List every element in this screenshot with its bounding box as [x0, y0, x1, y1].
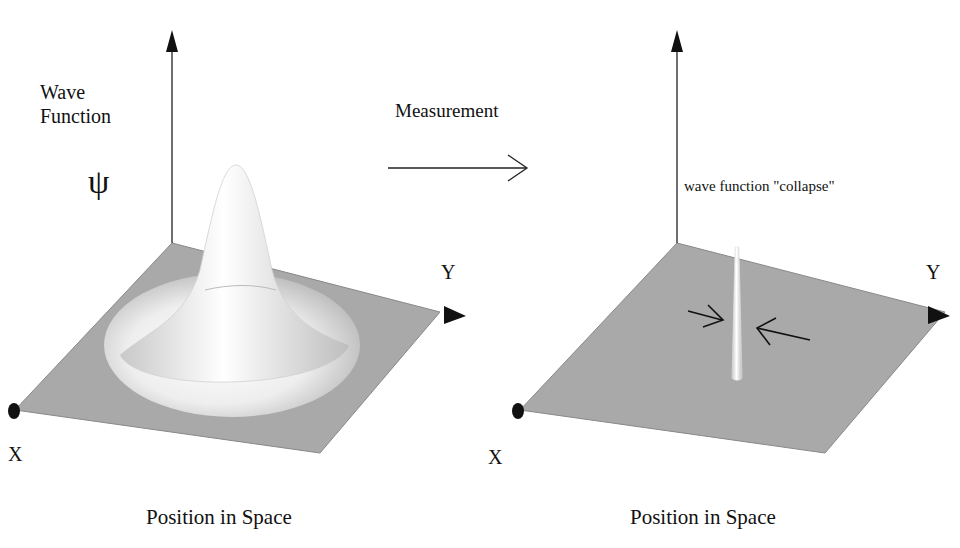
axis-symbol: ψ	[88, 162, 109, 203]
left-panel	[8, 30, 466, 453]
right-panel	[512, 30, 950, 453]
psi-axis	[171, 50, 172, 243]
axis-label: Y	[441, 260, 455, 284]
axis-head	[444, 306, 466, 324]
axis-title: Wave Function	[40, 80, 130, 128]
measurement-arrow	[388, 155, 527, 181]
state-label: wave function "collapse"	[684, 177, 835, 195]
axis-label: X	[488, 445, 502, 469]
axis-label: Y	[926, 260, 940, 284]
psi-axis	[676, 50, 677, 243]
wave-peak	[120, 165, 350, 382]
panel-caption: Position in Space	[146, 505, 292, 530]
panel-caption: Position in Space	[630, 505, 776, 530]
squeeze-arrow	[703, 305, 723, 327]
collapsed-spike	[732, 247, 742, 380]
axis-head	[671, 30, 683, 52]
process-label: Measurement	[395, 100, 498, 123]
axis-head	[512, 403, 524, 419]
axis-head	[8, 403, 20, 419]
squeeze-arrow	[688, 311, 722, 320]
plane-edge-behind	[205, 286, 276, 291]
squeeze-arrow	[757, 318, 776, 345]
axis-head	[166, 30, 178, 52]
axis-head	[928, 306, 950, 324]
position-plane	[520, 243, 945, 453]
axis-label: X	[8, 442, 22, 466]
